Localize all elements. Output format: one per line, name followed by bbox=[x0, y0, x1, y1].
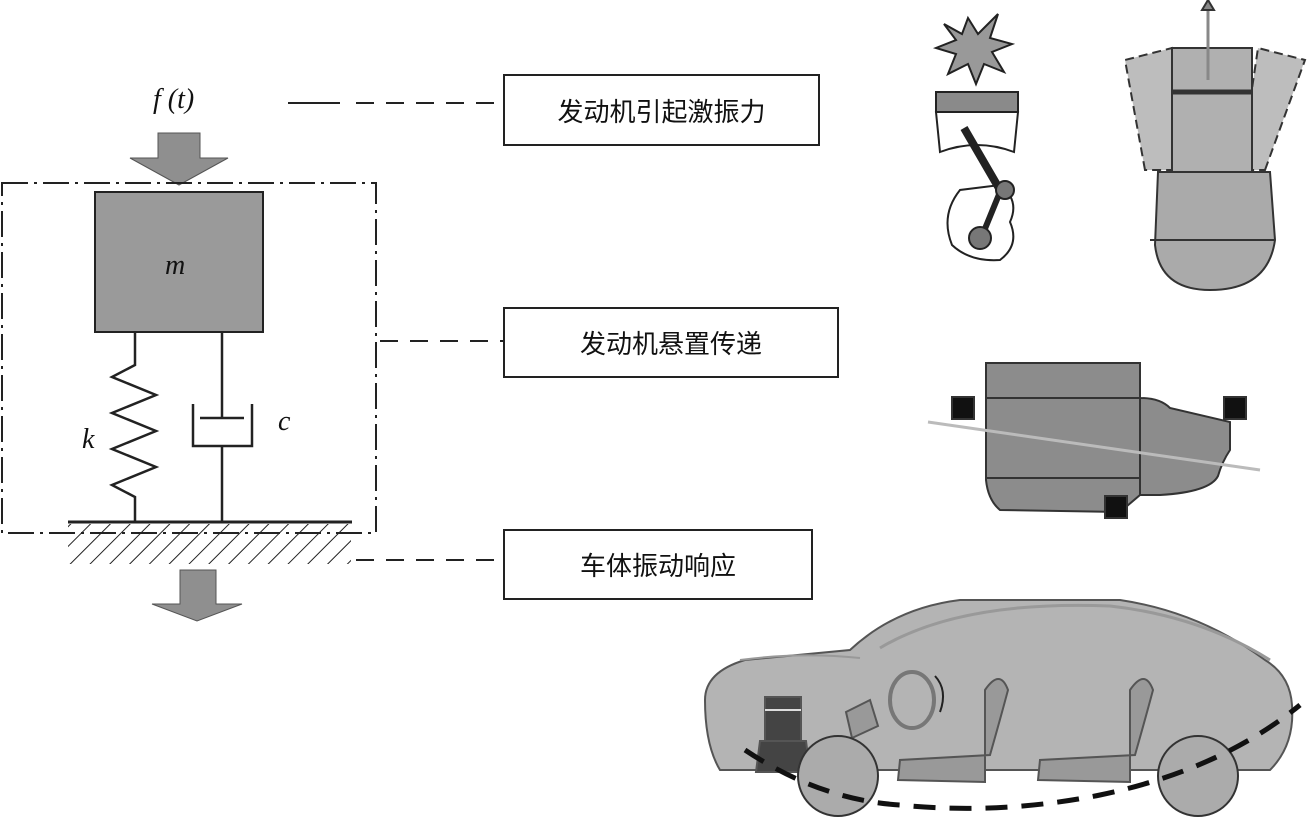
excitation-box: 发动机引起激振力 bbox=[503, 74, 820, 146]
force-label: f (t) bbox=[153, 84, 195, 115]
output-arrow bbox=[151, 569, 243, 622]
mass-label: m bbox=[165, 250, 186, 281]
engine-tilt-illustration bbox=[1123, 0, 1307, 292]
car-illustration bbox=[703, 599, 1302, 817]
force-arrow bbox=[129, 132, 229, 186]
mass-block bbox=[94, 191, 264, 333]
connector-lines bbox=[288, 102, 504, 561]
mount-transfer-box: 发动机悬置传递 bbox=[503, 307, 839, 378]
spring-label: k bbox=[82, 424, 95, 455]
engine-mount-illustration bbox=[927, 362, 1261, 519]
ground bbox=[68, 520, 352, 564]
piston-crank-illustration bbox=[932, 13, 1020, 262]
damper bbox=[191, 332, 254, 522]
spring bbox=[108, 332, 160, 522]
body-response-box: 车体振动响应 bbox=[503, 529, 813, 600]
damper-label: c bbox=[278, 406, 291, 437]
